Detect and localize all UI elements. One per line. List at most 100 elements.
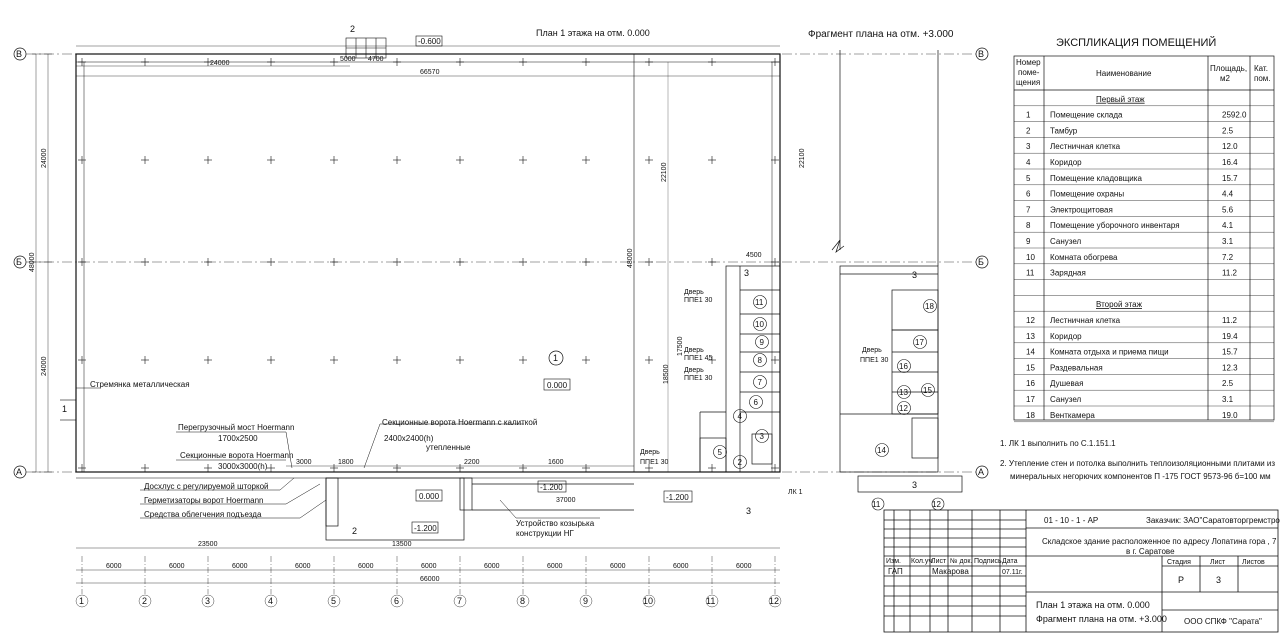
- explication-room-name: Помещение охраны: [1050, 190, 1124, 199]
- ramp-means-label: Средства облегчения подъезда: [144, 510, 262, 519]
- explication-room-area: 19.0: [1222, 411, 1238, 420]
- lk1-ref: ЛК 1: [788, 489, 803, 496]
- room-number: 15: [923, 386, 932, 395]
- room-number: 6: [754, 398, 759, 407]
- room-marker: [749, 395, 763, 409]
- room-number: 7: [758, 378, 763, 387]
- dim-inner-e: 18500: [663, 364, 670, 384]
- axis-v-right: В: [978, 49, 984, 59]
- column-axis-marker: [579, 594, 593, 608]
- column-axis-label: 12: [769, 596, 779, 606]
- axis-v-left: В: [16, 49, 22, 59]
- stamp-h-date: Дата: [1002, 558, 1018, 565]
- explication-room-area: 16.4: [1222, 158, 1238, 167]
- col-num-3: щения: [1016, 78, 1040, 87]
- explication-room-name: Зарядная: [1050, 269, 1086, 278]
- level-minus-1200-a: -1.200: [414, 524, 437, 533]
- column-axis-marker: [264, 594, 278, 608]
- top-stair: [345, 37, 387, 59]
- explication-room-num: 12: [1026, 316, 1035, 325]
- dim-col-spacing: 6000: [358, 563, 374, 570]
- room-number: 17: [915, 338, 924, 347]
- door-5-type: ППЕ1 30: [860, 357, 888, 364]
- explication-floor-header: Первый этаж: [1096, 95, 1145, 104]
- explication-room-num: 8: [1026, 221, 1031, 230]
- door-3-type: ППЕ1 30: [684, 375, 712, 382]
- explication-room-area: 2592.0: [1222, 111, 1247, 120]
- dim-total-bottom: 66000: [420, 576, 440, 583]
- dim-col-spacing: 6000: [484, 563, 500, 570]
- door-2-type: ППЕ1 45: [684, 355, 712, 362]
- explication-room-num: 7: [1026, 205, 1031, 214]
- axis-a-left: А: [16, 467, 22, 477]
- stamp-name: Макарова: [932, 567, 969, 576]
- room-marker: [733, 455, 747, 469]
- column-axis-marker: [75, 594, 89, 608]
- room-marker: [913, 335, 927, 349]
- axis-lines: [26, 53, 976, 473]
- sealant-label: Герметизаторы ворот Hoermann: [144, 496, 263, 505]
- dim-col-spacing: 6000: [736, 563, 752, 570]
- gate-dim-4: 1600: [548, 459, 564, 466]
- explication-room-name: Лестничная клетка: [1050, 316, 1121, 325]
- dim-col-spacing: 6000: [547, 563, 563, 570]
- canopy-label: Досхлус с регулируемой шторкой: [144, 482, 269, 491]
- dim-col-spacing: 6000: [106, 563, 122, 570]
- explication-room-num: 3: [1026, 142, 1031, 151]
- stamp-stage-h: Стадия: [1167, 559, 1191, 566]
- room-number: 13: [899, 388, 908, 397]
- axis-a-right: А: [978, 467, 984, 477]
- room-number: 8: [758, 356, 763, 365]
- room-marker: [897, 401, 911, 415]
- explication-room-num: 11: [1026, 269, 1035, 278]
- room-number: 2: [738, 458, 743, 467]
- explication-room-name: Помещение склада: [1050, 111, 1123, 120]
- note-3: минеральных негорючих компонентов П -175…: [1010, 472, 1271, 481]
- column-axis-marker: [516, 594, 530, 608]
- explication-floor-header: Второй этаж: [1096, 300, 1143, 309]
- explication-room-area: 3.1: [1222, 395, 1234, 404]
- column-axis-marker: [453, 594, 467, 608]
- stamp-customer: Заказчик: ЗАО"Саратовторгремстрой": [1146, 516, 1280, 525]
- explication-room-area: 3.1: [1222, 237, 1234, 246]
- explication-room-num: 5: [1026, 174, 1031, 183]
- stamp-sheet-h: Лист: [1210, 559, 1226, 566]
- room-1-label: 1: [553, 353, 558, 363]
- column-axis-label: 1: [79, 596, 84, 606]
- dim-bottom-sub: 23500: [198, 541, 218, 548]
- left-dimensions: [32, 53, 52, 473]
- column-axis-label: 8: [520, 596, 525, 606]
- section-3-main-bottom: 3: [746, 506, 751, 516]
- gate-dim-1: 3000: [296, 459, 312, 466]
- stamp-object-1: Складское здание расположенное по адресу…: [1042, 537, 1277, 546]
- explication-room-num: 10: [1026, 253, 1035, 262]
- stamp-role: ГАП: [888, 567, 903, 576]
- plan-title: План 1 этажа на отм. 0.000: [536, 28, 650, 38]
- col-area-2: м2: [1220, 74, 1231, 83]
- stamp-object-2: в г. Саратове: [1126, 547, 1175, 556]
- explication-room-name: Комната отдыха и приема пищи: [1050, 348, 1169, 357]
- stamp-h-sign: Подпись: [974, 558, 1002, 565]
- column-axis-label: 3: [205, 596, 210, 606]
- dim-frag-w: 4500: [746, 252, 762, 259]
- stamp-sheets-h: Листов: [1242, 559, 1265, 566]
- level-minus-0600: -0.600: [418, 37, 441, 46]
- dock-bridge-size: 1700x2500: [218, 434, 258, 443]
- column-axis-label: 5: [331, 596, 336, 606]
- explication-room-name: Коридор: [1050, 158, 1082, 167]
- ladder-label: Стремянка металлическая: [90, 380, 190, 389]
- dim-inner-d: 17500: [677, 336, 684, 356]
- explication-title: ЭКСПЛИКАЦИЯ ПОМЕЩЕНИЙ: [1056, 36, 1216, 49]
- explication-room-name: Помещение кладовщика: [1050, 174, 1142, 183]
- explication-room-num: 2: [1026, 126, 1031, 135]
- explication-room-name: Венткамера: [1050, 411, 1095, 420]
- fragment-plan: [831, 50, 963, 493]
- dim-col-spacing: 6000: [232, 563, 248, 570]
- gate-leaders: [140, 423, 600, 519]
- explication-room-name: Лестничная клетка: [1050, 142, 1121, 151]
